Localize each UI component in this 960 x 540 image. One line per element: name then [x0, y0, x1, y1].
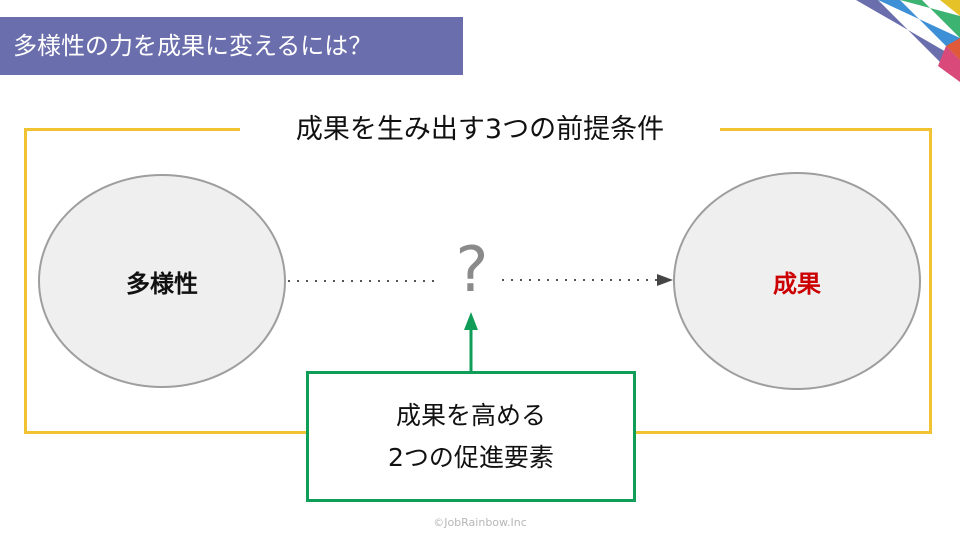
copyright-text: ©JobRainbow.Inc: [433, 516, 527, 529]
page-title: 多様性の力を成果に変えるには？: [0, 17, 463, 75]
results-node: 成果: [673, 172, 921, 390]
logo-stripe-green: [900, 0, 960, 38]
logo-stripe-pink: [938, 46, 960, 82]
right-arrowhead-icon: [657, 274, 673, 286]
up-arrowhead-icon: [464, 312, 478, 330]
results-node-label: 成果: [773, 269, 821, 298]
diversity-node: 多様性: [38, 174, 286, 388]
promoting-factors-box: 成果を高める 2つの促進要素: [306, 371, 636, 502]
box-line-2: 2つの促進要素: [388, 442, 554, 472]
logo-stripe-yellow: [922, 0, 960, 16]
frame-title: 成果を生み出す3つの前提条件: [240, 108, 720, 152]
box-line-1: 成果を高める: [395, 400, 546, 430]
rainbow-logo-icon: [856, 0, 960, 82]
question-mark: ?: [455, 233, 489, 306]
diversity-node-label: 多様性: [126, 269, 198, 298]
logo-stripe-red: [946, 38, 960, 60]
